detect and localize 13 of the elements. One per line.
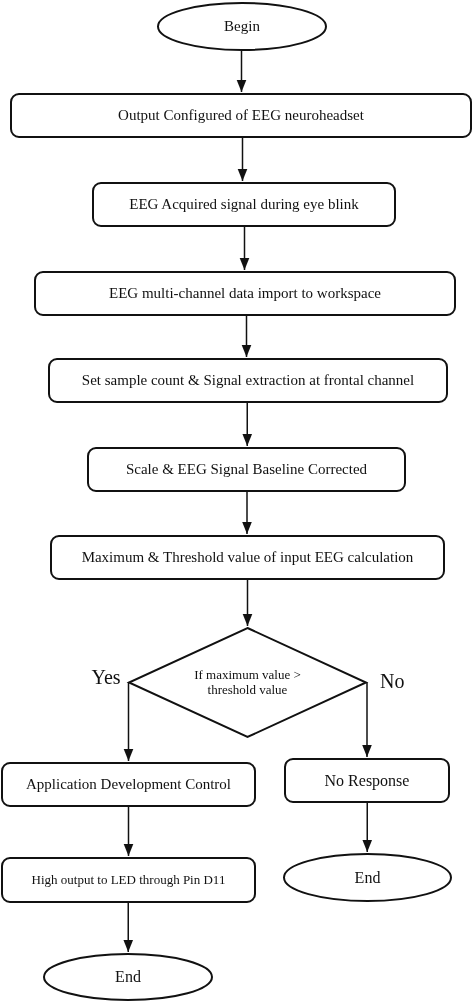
node-text: Set sample count & Signal extraction at frontal channel xyxy=(81,372,415,389)
node-text: Maximum & Threshold value of input EEG calculation xyxy=(81,549,414,566)
node-text: Scale & EEG Signal Baseline Corrected xyxy=(125,461,368,478)
node-text: No Response xyxy=(324,771,410,790)
node-text: EEG multi-channel data import to workspace xyxy=(109,285,381,302)
node-text: Begin xyxy=(224,18,260,35)
node-text: End xyxy=(354,868,381,887)
node-text: Output Configured of EEG neuroheadset xyxy=(118,107,364,124)
node-text: End xyxy=(115,968,141,986)
node-text: EEG Acquired signal during eye blink xyxy=(129,196,359,213)
node-text: If maximum value > threshold value xyxy=(193,668,302,697)
node-text: High output to LED through Pin D11 xyxy=(31,872,226,888)
node-text: Application Development Control xyxy=(26,776,231,793)
